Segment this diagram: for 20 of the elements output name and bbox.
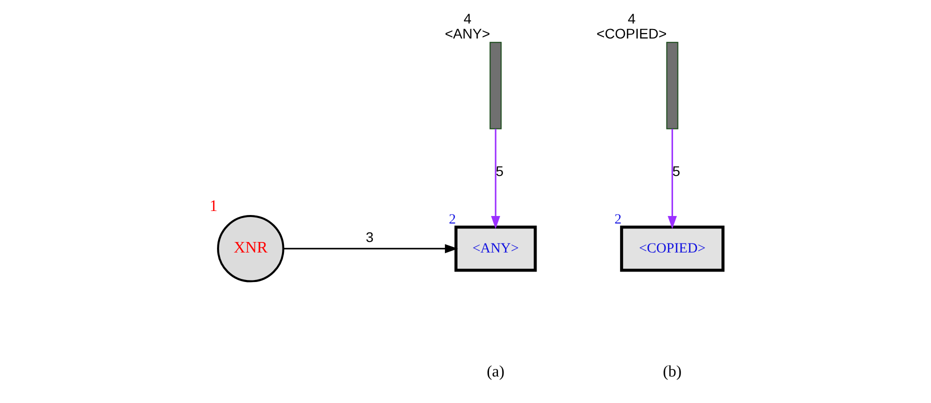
node-label: 2: [614, 211, 622, 228]
node-label: 4: [627, 10, 636, 27]
arrow: [667, 128, 676, 230]
node-label: <ANY>: [444, 26, 490, 42]
edge-label: 5: [672, 163, 680, 180]
node-label: 4: [463, 10, 471, 27]
node-label: 1: [209, 198, 218, 215]
edge-label: 3: [365, 228, 374, 245]
node-box: <ANY>: [454, 226, 536, 272]
node-bar: [489, 42, 502, 130]
node-bar: [666, 42, 678, 130]
label: (b): [662, 363, 682, 380]
edge-label: 5: [495, 163, 504, 180]
label: (a): [486, 363, 504, 380]
arrow: [490, 128, 500, 230]
node-label: 2: [448, 211, 456, 228]
arrow: [282, 244, 458, 254]
node-circle: XNR: [216, 215, 284, 282]
node-box: <COPIED>: [620, 226, 724, 272]
node-label: <COPIED>: [596, 26, 666, 42]
